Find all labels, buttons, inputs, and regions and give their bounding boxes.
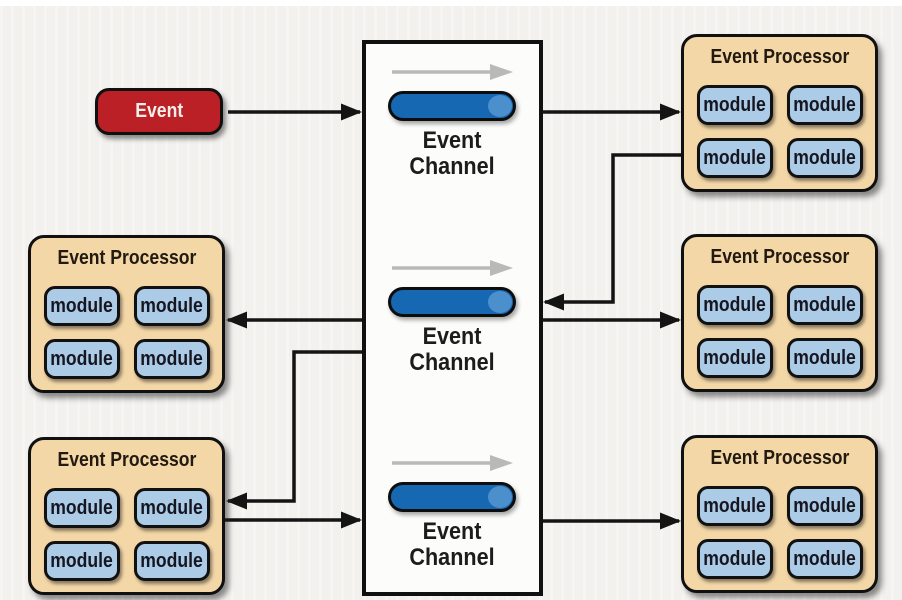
module-box: module (44, 286, 120, 326)
processor-title: Event Processor (710, 246, 849, 268)
module-box: module (697, 285, 773, 325)
pill-cylinder-cap (488, 291, 512, 313)
processor-title: Event Processor (710, 447, 849, 469)
processor-title: Event Processor (710, 46, 849, 68)
processor-bottom-right: Event Processor module module module mod… (681, 435, 878, 593)
module-grid: module module module module (696, 486, 864, 579)
module-grid: module module module module (696, 285, 864, 378)
module-box: module (44, 541, 120, 581)
pill-cylinder-cap (488, 95, 512, 117)
flow-direction-arrow-icon (392, 260, 513, 276)
arrow-top-right-processor-to-channel2 (543, 153, 681, 311)
module-box: module (787, 285, 863, 325)
module-box: module (697, 486, 773, 526)
module-box: module (787, 338, 863, 378)
module-box: module (697, 539, 773, 579)
event-channel-pill (388, 91, 516, 121)
event-channel-1: Event Channel (388, 62, 516, 180)
module-box: module (134, 339, 210, 379)
processor-middle-left: Event Processor module module module mod… (28, 235, 225, 393)
processor-bottom-left: Event Processor module module module mod… (28, 437, 225, 595)
module-box: module (134, 488, 210, 528)
event-channel-pill (388, 287, 516, 317)
module-box: module (697, 138, 773, 178)
event-channel-3: Event Channel (388, 453, 516, 571)
event-channel-label: Event Channel (409, 127, 495, 180)
event-channel-2: Event Channel (388, 258, 516, 376)
module-box: module (697, 338, 773, 378)
module-box: module (44, 488, 120, 528)
event-channel-label: Event Channel (409, 518, 495, 571)
module-grid: module module module module (43, 488, 211, 581)
processor-title: Event Processor (57, 449, 196, 471)
event-source-box: Event (95, 88, 223, 135)
processor-middle-right: Event Processor module module module mod… (681, 234, 878, 392)
module-grid: module module module module (43, 286, 211, 379)
module-grid: module module module module (696, 85, 864, 178)
module-box: module (44, 339, 120, 379)
event-channel-label: Event Channel (409, 323, 495, 376)
top-margin-strip (0, 0, 902, 6)
module-box: module (787, 85, 863, 125)
event-source-label: Event (135, 100, 183, 122)
module-box: module (787, 138, 863, 178)
pill-cylinder-cap (488, 486, 512, 508)
processor-top-right: Event Processor module module module mod… (681, 34, 878, 192)
flow-direction-arrow-icon (392, 64, 513, 80)
module-box: module (697, 85, 773, 125)
processor-title: Event Processor (57, 247, 196, 269)
module-box: module (787, 486, 863, 526)
flow-direction-arrow-icon (392, 455, 513, 471)
event-channel-pill (388, 482, 516, 512)
module-box: module (134, 541, 210, 581)
module-box: module (787, 539, 863, 579)
module-box: module (134, 286, 210, 326)
arrow-channel2-to-bottom-left-processor (226, 350, 362, 510)
